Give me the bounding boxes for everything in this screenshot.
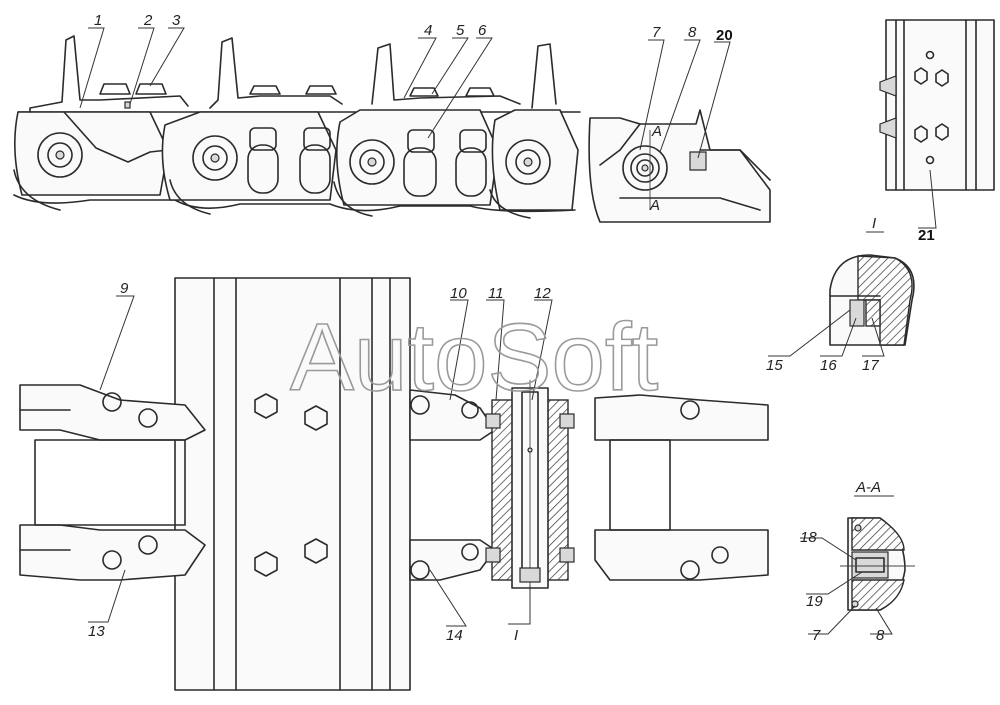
callout-8: 8 xyxy=(688,24,697,41)
track-link-4 xyxy=(491,109,579,211)
section-marks: I I A-A A A xyxy=(514,123,881,644)
callout-10: 10 xyxy=(450,285,467,302)
callout-1: 1 xyxy=(94,12,102,29)
chain-side-view xyxy=(13,35,581,219)
callout-3: 3 xyxy=(172,12,181,29)
section-title-A-A: A-A xyxy=(855,479,881,496)
callout-7-section: 7 xyxy=(812,627,821,644)
callout-19: 19 xyxy=(806,593,823,610)
cut-mark-A-bottom: A xyxy=(649,197,660,214)
detail-label-I-bottom: I xyxy=(514,627,518,644)
callout-12: 12 xyxy=(534,285,551,302)
watermark-text: AutoSoft xyxy=(290,304,658,411)
callout-9: 9 xyxy=(120,280,129,297)
callout-7: 7 xyxy=(652,24,661,41)
callout-8-section: 8 xyxy=(876,627,885,644)
callout-14: 14 xyxy=(446,627,463,644)
track-link-2 xyxy=(161,111,337,201)
callout-20: 20 xyxy=(716,27,733,44)
callout-17: 17 xyxy=(862,357,879,374)
pin-bushing-section xyxy=(485,380,575,600)
callout-15: 15 xyxy=(766,357,783,374)
track-link-1 xyxy=(14,111,169,196)
callout-2: 2 xyxy=(143,12,153,29)
callout-18: 18 xyxy=(800,529,817,546)
callout-5: 5 xyxy=(456,22,465,39)
callout-labels: 1 2 3 4 5 6 7 8 20 21 9 10 11 12 13 14 1… xyxy=(88,12,935,644)
track-shoe-plan-view xyxy=(879,19,995,191)
shoe-bolts-top xyxy=(99,83,495,97)
callout-13: 13 xyxy=(88,623,105,640)
detail-I-seal xyxy=(829,254,915,346)
callout-21: 21 xyxy=(918,227,935,244)
callout-11: 11 xyxy=(488,285,504,302)
callout-6: 6 xyxy=(478,22,487,39)
chain-plan-view xyxy=(19,277,769,691)
detail-label-I: I xyxy=(872,215,876,232)
leader-lines xyxy=(79,27,937,635)
cut-mark-A-top: A xyxy=(651,123,662,140)
callout-16: 16 xyxy=(820,357,837,374)
section-A-A xyxy=(840,517,915,611)
link-section-view xyxy=(588,109,771,223)
callout-4: 4 xyxy=(424,22,432,39)
